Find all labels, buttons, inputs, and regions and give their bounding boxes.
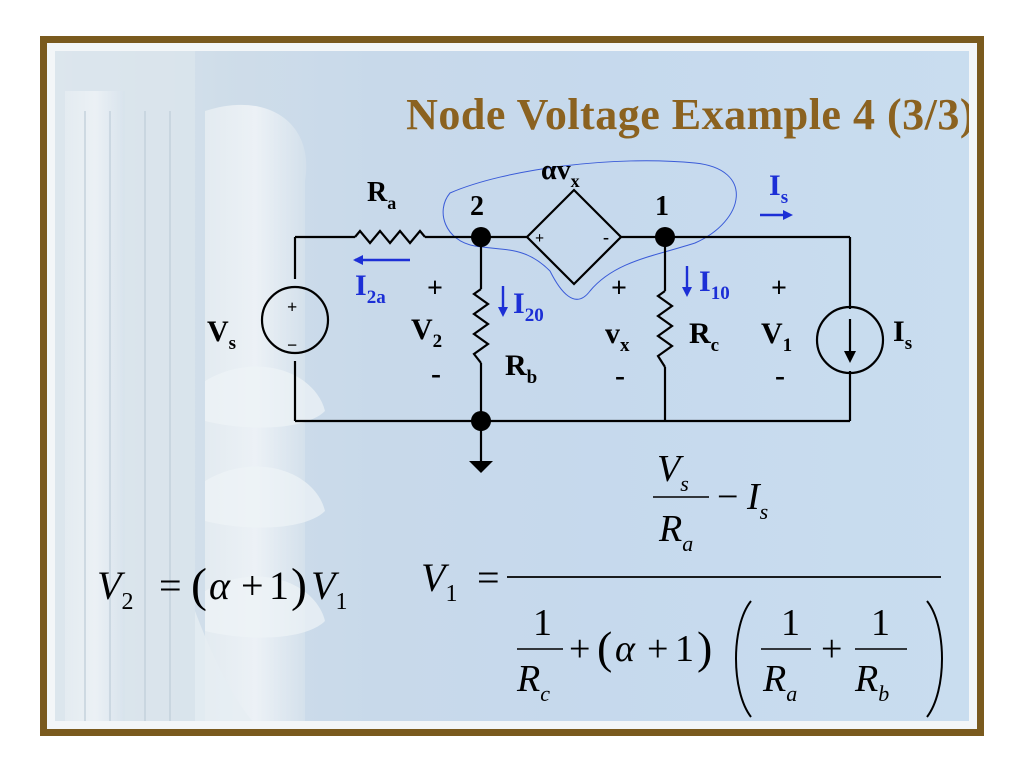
eq1-lhs: V2 bbox=[97, 563, 133, 615]
eq2-den-rb: Rb bbox=[854, 658, 889, 706]
label-vx: vx bbox=[605, 317, 630, 356]
eq1-equals: = bbox=[159, 563, 182, 608]
eq2-den-ra: Ra bbox=[762, 658, 797, 706]
v1-minus: - bbox=[775, 359, 785, 392]
label-node-1: 1 bbox=[655, 191, 669, 222]
vs-minus: − bbox=[287, 335, 297, 355]
eq2-den-one-b: 1 bbox=[675, 628, 694, 670]
equation-v1: V1 = Vs Ra − Is 1 Rc + ( α + 1 ) bbox=[421, 448, 943, 718]
ground-icon bbox=[469, 461, 493, 473]
eq1-lparen: ( bbox=[191, 559, 207, 612]
eq2-equals: = bbox=[477, 555, 500, 600]
eq2-den-rparen: ) bbox=[697, 622, 712, 673]
label-vs: Vs bbox=[207, 315, 236, 354]
vs-plus: + bbox=[287, 297, 297, 317]
eq2-num-minus: − bbox=[717, 476, 738, 518]
node-1-dot bbox=[655, 227, 675, 247]
current-source-is bbox=[815, 305, 885, 375]
eq2-den-lparen: ( bbox=[597, 622, 612, 673]
label-rc: Rc bbox=[689, 317, 719, 356]
label-is-source: Is bbox=[893, 315, 912, 354]
v2-plus: + bbox=[427, 273, 443, 304]
circuit-diagram: + - + − bbox=[97, 155, 943, 718]
label-node-2: 2 bbox=[470, 191, 484, 222]
eq2-den-rc: Rc bbox=[516, 658, 550, 706]
vx-minus: - bbox=[615, 359, 625, 392]
eq2-den-one-d: 1 bbox=[871, 602, 890, 644]
label-rb: Rb bbox=[505, 349, 537, 388]
equation-v2: V2 = ( α + 1 ) V1 bbox=[97, 559, 347, 615]
eq2-num-ra: Ra bbox=[658, 508, 693, 556]
eq2-den-one-a: 1 bbox=[533, 602, 552, 644]
eq2-num-is: Is bbox=[746, 476, 768, 524]
eq2-big-rparen bbox=[926, 600, 943, 718]
label-is-arrow: Is bbox=[769, 169, 788, 208]
eq1-one: 1 bbox=[269, 563, 289, 608]
eq2-den-plus-1: + bbox=[569, 628, 590, 670]
label-i10: I10 bbox=[699, 265, 730, 304]
voltage-source-vs bbox=[260, 285, 330, 355]
resistor-rc bbox=[656, 290, 674, 368]
dep-source-plus: + bbox=[535, 230, 544, 247]
eq2-num-vs: Vs bbox=[657, 448, 689, 496]
vx-plus: + bbox=[611, 273, 627, 304]
label-alpha-vx: αvx bbox=[541, 155, 580, 191]
dependent-voltage-source bbox=[525, 188, 623, 286]
dep-source-minus: - bbox=[603, 227, 609, 247]
current-arrows bbox=[353, 210, 793, 317]
eq1-rparen: ) bbox=[291, 559, 307, 612]
current-source-arrow-icon bbox=[844, 351, 856, 363]
label-i20: I20 bbox=[513, 287, 544, 326]
label-v2: V2 bbox=[411, 313, 442, 352]
eq2-den-plus-2: + bbox=[647, 628, 668, 670]
eq1-plus: + bbox=[241, 563, 264, 608]
label-ra: Ra bbox=[367, 177, 396, 213]
label-v1: V1 bbox=[761, 317, 792, 356]
eq2-big-lparen bbox=[735, 600, 752, 718]
slide-frame: Node Voltage Example 4 (3/3) bbox=[40, 36, 984, 736]
eq1-rhs: V1 bbox=[311, 563, 347, 615]
eq2-den-plus-3: + bbox=[821, 628, 842, 670]
eq2-den-one-c: 1 bbox=[781, 602, 800, 644]
v2-minus: - bbox=[431, 357, 441, 390]
slide-title: Node Voltage Example 4 (3/3) bbox=[406, 90, 969, 139]
node-2-dot bbox=[471, 227, 491, 247]
v1-plus: + bbox=[771, 273, 787, 304]
slide-background: Node Voltage Example 4 (3/3) bbox=[55, 51, 969, 721]
resistor-rb bbox=[472, 288, 490, 364]
column-background-decoration bbox=[55, 51, 325, 721]
eq1-alpha: α bbox=[209, 563, 231, 608]
ground-node-dot bbox=[471, 411, 491, 431]
eq2-lhs: V1 bbox=[421, 555, 457, 607]
eq2-den-alpha: α bbox=[615, 628, 636, 670]
label-i2a: I2a bbox=[355, 269, 386, 308]
resistor-ra bbox=[354, 229, 426, 245]
